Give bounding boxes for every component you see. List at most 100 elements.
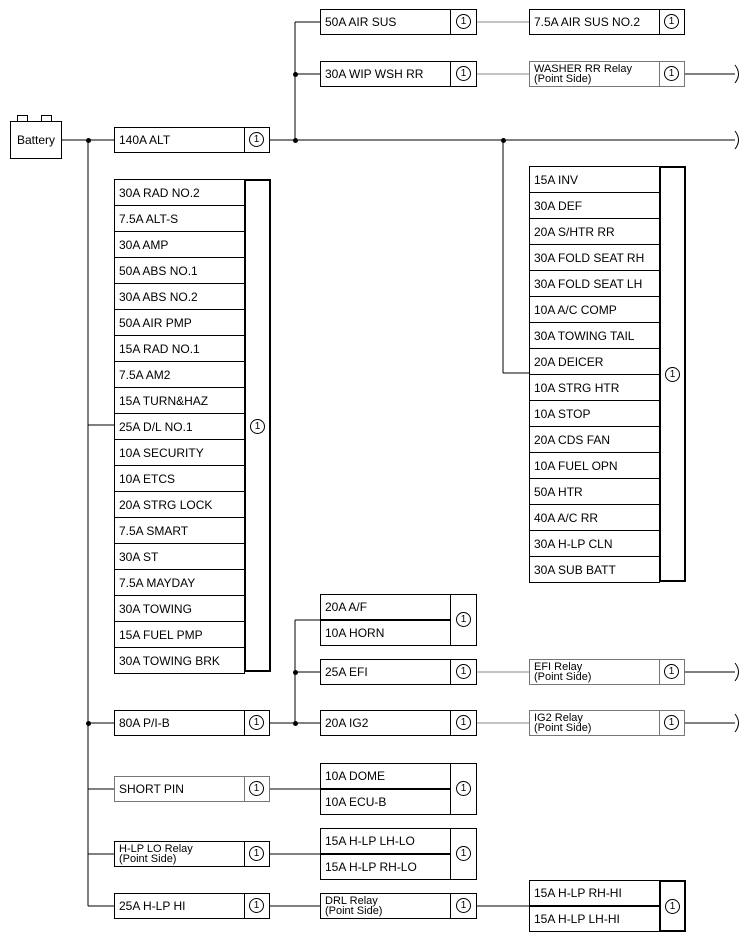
- circuit-number-icon: 1: [249, 846, 264, 861]
- relay-ig2: IG2 Relay(Point Side): [529, 710, 660, 736]
- fuse-block-row: 30A DEF: [529, 192, 660, 219]
- circuit-number-icon: 1: [249, 715, 264, 730]
- fuse-label: 30A DEF: [534, 198, 583, 213]
- fuse-label: 30A FOLD SEAT LH: [534, 276, 643, 291]
- fuse-label: 40A A/C RR: [534, 510, 599, 525]
- circuit-marker-box: 1: [450, 594, 477, 646]
- circuit-number-icon: 1: [456, 781, 471, 796]
- fuse-hlp-rh-hi: 15A H-LP RH-HI: [529, 880, 660, 906]
- fuse-block-row: 30A RAD NO.2: [114, 179, 245, 206]
- fuse-label: 20A STRG LOCK: [119, 497, 213, 512]
- circuit-marker-box: 1: [659, 61, 685, 87]
- fuse-label: 15A FUEL PMP: [119, 627, 203, 642]
- fuse-label: 30A FOLD SEAT RH: [534, 250, 645, 265]
- fuse-label: 7.5A SMART: [119, 523, 189, 538]
- junction-dot: [86, 138, 91, 143]
- fuse-label: 30A TOWING BRK: [119, 653, 220, 668]
- fuse-block-row: 50A ABS NO.1: [114, 257, 245, 284]
- fuse-ecu-b: 10A ECU-B: [320, 789, 451, 815]
- fuse-block-row: 50A AIR PMP: [114, 309, 245, 336]
- circuit-number-icon: 1: [249, 781, 264, 796]
- circuit-number-icon: 1: [664, 715, 679, 730]
- fuse-block-row: 30A TOWING BRK: [114, 647, 245, 674]
- circuit-number-icon: 1: [249, 898, 264, 913]
- fuse-block-row: 20A DEICER: [529, 348, 660, 375]
- fuse-alt: 140A ALT: [114, 127, 245, 153]
- fuse-label: 15A INV: [534, 172, 579, 187]
- relay-washer-rr: WASHER RR Relay(Point Side): [529, 61, 660, 87]
- fuse-label: 30A ST: [119, 549, 159, 564]
- junction-dot: [293, 72, 298, 77]
- battery: Battery: [10, 121, 62, 159]
- circuit-marker-box: 1: [659, 710, 685, 736]
- fuse-block-row: 15A TURN&HAZ: [114, 387, 245, 414]
- fuse-air-sus-no2: 7.5A AIR SUS NO.2: [529, 9, 660, 35]
- fuse-hlp-lh-hi: 15A H-LP LH-HI: [529, 906, 660, 932]
- fuse-label: 7.5A AM2: [119, 367, 171, 382]
- fuse-label: 15A RAD NO.1: [119, 341, 200, 356]
- fuse-block-row: 7.5A SMART: [114, 517, 245, 544]
- circuit-marker-box: 1: [659, 9, 685, 35]
- fuse-label: 50A HTR: [534, 484, 583, 499]
- fuse-block-row: 15A FUEL PMP: [114, 621, 245, 648]
- fuse-hlp-hi: 25A H-LP HI: [114, 893, 245, 919]
- fuse-block-row: 40A A/C RR: [529, 504, 660, 531]
- fuse-block-row: 10A SECURITY: [114, 439, 245, 466]
- fuse-block-row: 30A FOLD SEAT RH: [529, 244, 660, 271]
- relay-efi: EFI Relay(Point Side): [529, 659, 660, 685]
- circuit-marker-box: 1: [244, 841, 270, 867]
- relay-drl: DRL Relay(Point Side): [320, 893, 451, 919]
- fuse-block-row: 10A STRG HTR: [529, 374, 660, 401]
- fuse-label: 7.5A ALT-S: [119, 211, 179, 226]
- junction-dot: [293, 721, 298, 726]
- circuit-number-icon: 1: [456, 664, 471, 679]
- fuse-block-row: 25A D/L NO.1: [114, 413, 245, 440]
- fuse-block-row: 20A S/HTR RR: [529, 218, 660, 245]
- fuse-label: 50A ABS NO.1: [119, 263, 198, 278]
- junction-dot: [293, 670, 298, 675]
- fuse-ig2: 20A IG2: [320, 710, 451, 736]
- circuit-number-icon: 1: [456, 612, 471, 627]
- fuse-block-row: 30A ST: [114, 543, 245, 570]
- fuse-label: 50A AIR PMP: [119, 315, 192, 330]
- fuse-label: 25A D/L NO.1: [119, 419, 193, 434]
- fuse-block-row: 30A AMP: [114, 231, 245, 258]
- fuse-label: 30A RAD NO.2: [119, 185, 200, 200]
- fuse-label: 30A TOWING TAIL: [534, 328, 635, 343]
- fuse-block-row: 10A FUEL OPN: [529, 452, 660, 479]
- battery-terminal-icon: [41, 115, 52, 121]
- circuit-marker-box: 1: [244, 127, 270, 153]
- circuit-marker-box: 1: [244, 710, 270, 736]
- fuse-block-row: 30A FOLD SEAT LH: [529, 270, 660, 297]
- circuit-number-icon: 1: [665, 899, 680, 914]
- fuse-label: 30A TOWING: [119, 601, 192, 616]
- fuse-label: 15A TURN&HAZ: [119, 393, 209, 408]
- fuse-block-row: 7.5A AM2: [114, 361, 245, 388]
- fuse-af: 20A A/F: [320, 594, 451, 620]
- circuit-marker-box: 1: [450, 763, 477, 815]
- fuse-label: 30A SUB BATT: [534, 562, 616, 577]
- circuit-number-icon: 1: [249, 132, 264, 147]
- fuse-block-row: 30A SUB BATT: [529, 556, 660, 583]
- left-block-marker: 1: [244, 179, 271, 672]
- circuit-number-icon: 1: [456, 715, 471, 730]
- fuse-block-row: 7.5A ALT-S: [114, 205, 245, 232]
- fuse-block-row: 7.5A MAYDAY: [114, 569, 245, 596]
- fuse-horn: 10A HORN: [320, 620, 451, 646]
- fuse-block-row: 20A STRG LOCK: [114, 491, 245, 518]
- battery-label: Battery: [16, 133, 55, 147]
- fuse-label: 20A S/HTR RR: [534, 224, 615, 239]
- fuse-block-row: 10A A/C COMP: [529, 296, 660, 323]
- fuse-label: 10A STRG HTR: [534, 380, 620, 395]
- circuit-number-icon: 1: [456, 14, 471, 29]
- fuse-block-row: 20A CDS FAN: [529, 426, 660, 453]
- fuse-block-row: 30A H-LP CLN: [529, 530, 660, 557]
- fuse-dome: 10A DOME: [320, 763, 451, 789]
- junction-dot: [293, 138, 298, 143]
- junction-dot: [86, 721, 91, 726]
- battery-terminal-icon: [17, 115, 28, 121]
- relay-hlp-lo: H-LP LO Relay(Point Side): [114, 841, 245, 867]
- fuse-hlp-lh-lo: 15A H-LP LH-LO: [320, 828, 451, 854]
- fuse-pib: 80A P/I-B: [114, 710, 245, 736]
